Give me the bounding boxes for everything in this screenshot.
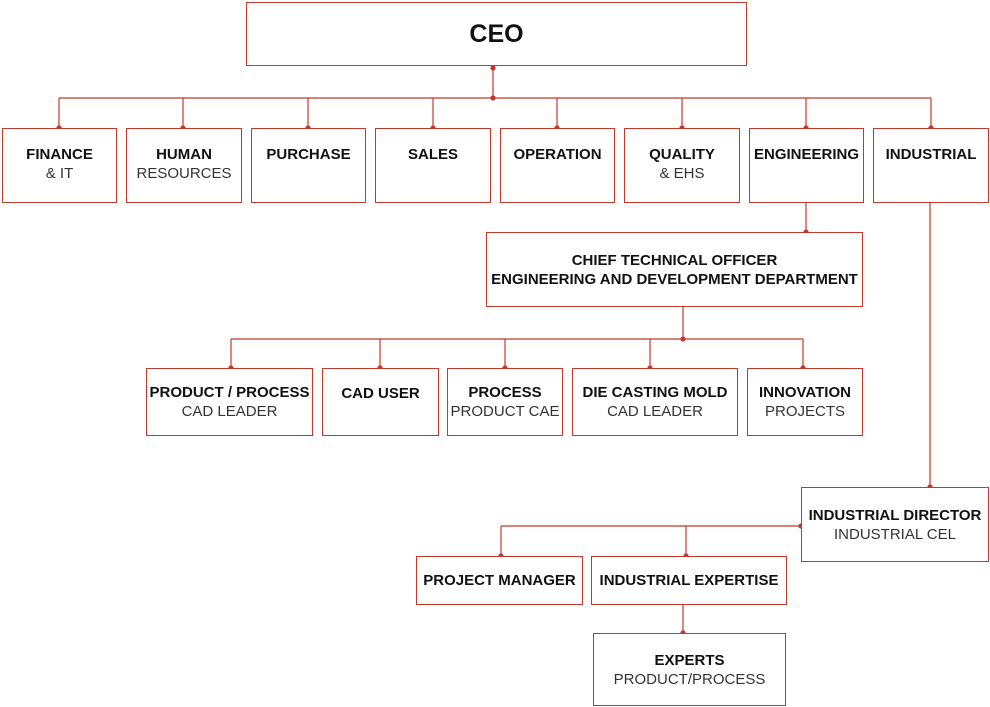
node-product-process-cad: PRODUCT / PROCESS CAD LEADER [146,368,313,436]
node-title: PURCHASE [266,146,351,163]
node-title: ENGINEERING [753,146,859,163]
node-title: INDUSTRIAL [885,146,977,163]
node-human-resources: HUMAN RESOURCES [126,128,242,203]
node-operation: OPERATION [500,128,615,203]
node-innovation: INNOVATION PROJECTS [747,368,863,436]
node-subtitle: PROJECTS [764,403,845,420]
connector-dot [490,95,496,101]
node-finance: FINANCE & IT [2,128,117,203]
node-quality: QUALITY & EHS [624,128,740,203]
node-title: PROJECT MANAGER [423,572,576,589]
node-subtitle: PRODUCT/PROCESS [613,670,766,688]
node-industrial-director: INDUSTRIAL DIRECTOR INDUSTRIAL CEL [801,487,989,562]
node-subtitle: CAD LEADER [181,403,278,420]
node-process-cae: PROCESS PRODUCT CAE [447,368,563,436]
node-title: SALES [407,146,458,163]
node-die-casting: DIE CASTING MOLD CAD LEADER [572,368,738,436]
node-title: FINANCE [26,146,93,163]
node-title: PRODUCT / PROCESS [149,384,310,401]
node-subtitle: CAD LEADER [607,403,703,420]
node-subtitle: RESOURCES [136,165,232,182]
node-experts: EXPERTS PRODUCT/PROCESS [593,633,786,706]
node-subtitle: & EHS [659,165,705,182]
node-title: DIE CASTING MOLD [582,384,728,401]
node-ceo: CEO [246,2,747,66]
node-purchase: PURCHASE [251,128,366,203]
node-title: QUALITY [649,146,715,163]
node-title: CEO [469,20,524,48]
node-cto: CHIEF TECHNICAL OFFICER ENGINEERING AND … [486,232,863,307]
node-subtitle: INDUSTRIAL CEL [834,525,956,543]
node-title: EXPERTS [654,651,725,669]
node-industrial-expertise: INDUSTRIAL EXPERTISE [591,556,787,605]
node-sales: SALES [375,128,491,203]
node-title: PROCESS [468,384,542,401]
node-title: CHIEF TECHNICAL OFFICER [571,251,778,269]
node-subtitle: ENGINEERING AND DEVELOPMENT DEPARTMENT [491,270,858,288]
node-subtitle: & IT [45,165,74,182]
node-title: OPERATION [513,146,602,163]
node-title: INDUSTRIAL DIRECTOR [808,506,982,524]
node-industrial: INDUSTRIAL [873,128,989,203]
connector-dot [680,336,686,342]
node-title: CAD USER [341,385,420,402]
node-subtitle: PRODUCT CAE [450,403,560,420]
node-title: INNOVATION [759,384,851,401]
node-project-manager: PROJECT MANAGER [416,556,583,605]
node-title: INDUSTRIAL EXPERTISE [599,572,779,589]
node-title: HUMAN [156,146,212,163]
node-engineering: ENGINEERING [749,128,864,203]
connector-dot [490,65,496,71]
node-cad-user: CAD USER [322,368,439,436]
